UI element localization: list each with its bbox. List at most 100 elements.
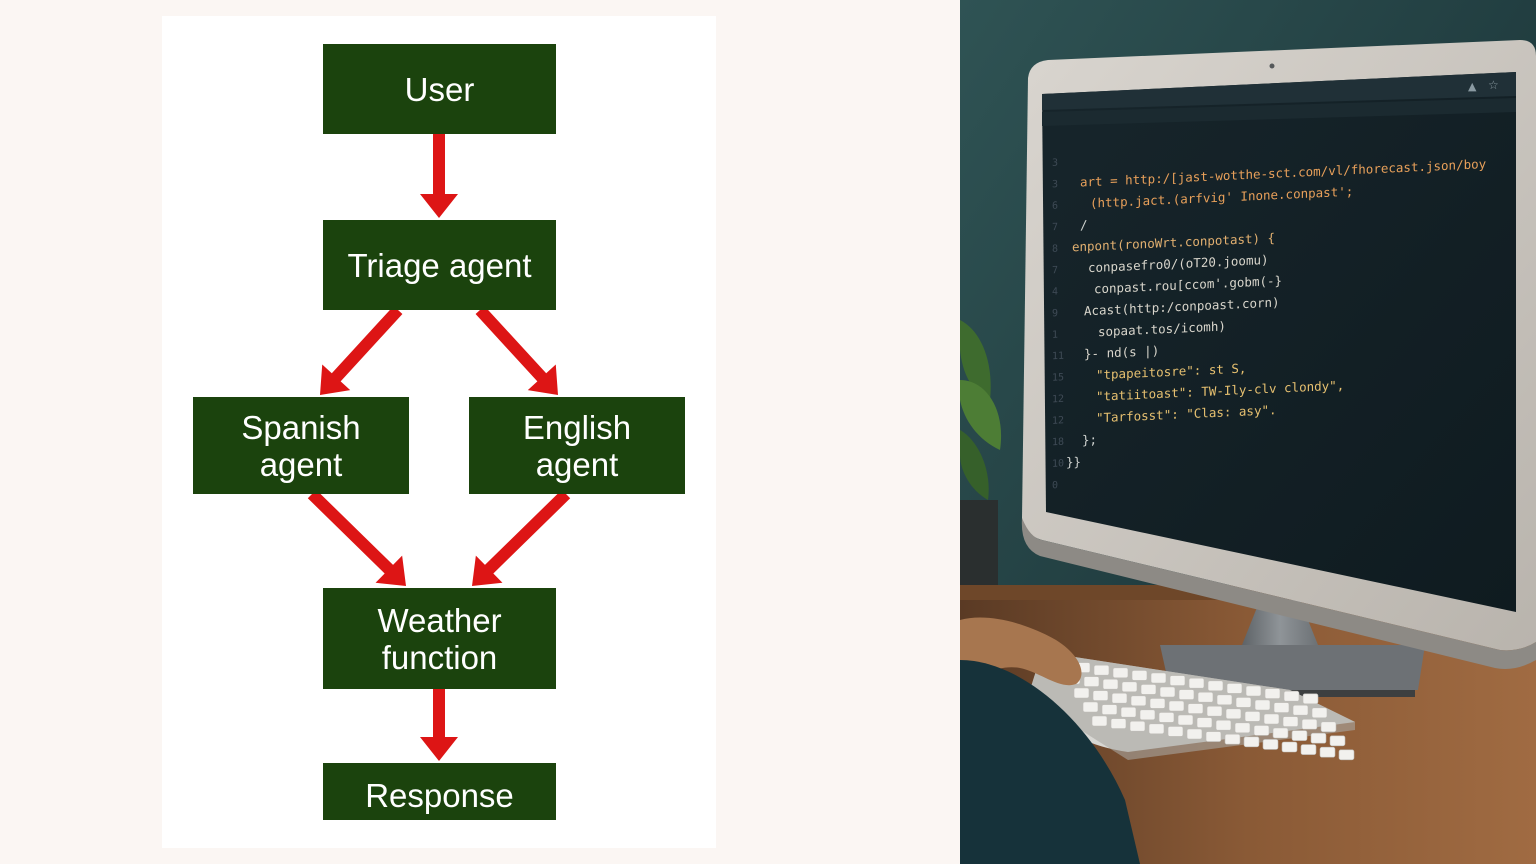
line-number: 7 — [1052, 222, 1058, 233]
node-english-agent: English agent — [469, 397, 685, 494]
keyboard-key — [1158, 712, 1175, 723]
keyboard-key — [1311, 707, 1328, 719]
keyboard-key — [1083, 676, 1100, 687]
keyboard-key — [1112, 667, 1129, 679]
keyboard-key — [1168, 700, 1185, 712]
line-number: 3 — [1052, 158, 1058, 169]
keyboard-key — [1091, 715, 1108, 727]
keyboard-key — [1319, 746, 1336, 758]
line-number: 12 — [1052, 394, 1064, 406]
keyboard-key — [1216, 694, 1233, 706]
keyboard-key — [1310, 732, 1327, 744]
keyboard-key — [1282, 716, 1299, 727]
line-number: 10 — [1052, 458, 1064, 470]
keyboard-key — [1139, 709, 1156, 721]
keyboard-key — [1120, 706, 1137, 718]
keyboard-key — [1187, 703, 1204, 714]
keyboard-key — [1130, 695, 1147, 707]
line-number: 0 — [1052, 480, 1058, 491]
keyboard-key — [1140, 684, 1157, 695]
node-spanish-agent: Spanish agent — [193, 397, 409, 494]
keyboard-key — [1111, 692, 1128, 704]
keyboard-key — [1235, 697, 1252, 708]
keyboard-key — [1102, 678, 1119, 690]
node-weather-function: Weather function — [323, 588, 556, 689]
keyboard-key — [1329, 735, 1346, 747]
keyboard-key — [1093, 664, 1110, 676]
diagram-panel: User Triage agent Spanish agent English … — [162, 16, 716, 848]
svg-text:▲: ▲ — [1468, 80, 1477, 93]
keyboard-key — [1101, 704, 1118, 715]
keyboard-key — [1205, 731, 1222, 742]
plant — [960, 320, 1002, 590]
person-silhouette — [960, 660, 1140, 864]
code-line: "tpapeitosre": st S, — [1096, 360, 1246, 382]
keyboard-key — [1262, 739, 1279, 750]
keyboard-key — [1273, 702, 1290, 713]
keyboard-key — [1186, 728, 1203, 740]
arrow-user-to-triage — [420, 134, 458, 218]
node-triage-agent: Triage agent — [323, 220, 556, 310]
keyboard-key — [1149, 698, 1166, 709]
keyboard-key — [1338, 749, 1355, 761]
keyboard-key — [1159, 686, 1176, 698]
keyboard-key — [1073, 687, 1090, 699]
keyboard-key — [1226, 683, 1243, 694]
node-response: Response — [323, 763, 556, 820]
keyboard-key — [1092, 690, 1109, 701]
keyboard-key — [1110, 718, 1127, 729]
keyboard-key — [1121, 681, 1138, 693]
keyboard-key — [1245, 685, 1262, 697]
keyboard-key — [1320, 721, 1337, 733]
keyboard-key — [1169, 675, 1186, 686]
keyboard-key — [1244, 711, 1261, 722]
keyboard-key — [1177, 714, 1194, 726]
keyboard-key — [1234, 722, 1251, 734]
keyboard-key — [1291, 730, 1308, 741]
arrow-spanish-to-weather — [307, 489, 406, 586]
keyboard-key — [1131, 670, 1148, 681]
line-number: 9 — [1052, 308, 1058, 319]
line-number: 15 — [1052, 372, 1064, 384]
code-line: }; — [1082, 432, 1097, 448]
line-number: 4 — [1052, 287, 1058, 298]
keyboard-key — [1283, 690, 1300, 702]
line-number: 11 — [1052, 351, 1064, 363]
keyboard-key — [1148, 723, 1165, 735]
keyboard-key — [1272, 727, 1289, 739]
keyboard-key — [1302, 693, 1319, 705]
keyboard-key — [1215, 719, 1232, 731]
keyboard-key — [1197, 691, 1214, 703]
keyboard-key — [1301, 718, 1318, 730]
keyboard-key — [1225, 708, 1242, 720]
line-number: 3 — [1052, 179, 1058, 190]
keyboard-key — [1150, 672, 1167, 684]
node-user: User — [323, 44, 556, 134]
code-line: sopaat.tos/icomh) — [1098, 318, 1226, 339]
keyboard-key — [1178, 689, 1195, 700]
keyboard-key — [1196, 717, 1213, 728]
arrow-weather-to-response — [420, 689, 458, 761]
monitor-screen — [1042, 72, 1516, 612]
flow-arrows — [307, 134, 571, 761]
keyboard-key — [1264, 688, 1281, 699]
line-number: 1 — [1052, 330, 1058, 341]
arrow-triage-to-spanish — [320, 305, 403, 395]
arrow-triage-to-english — [475, 305, 558, 395]
keyboard-key — [1254, 699, 1271, 711]
line-number: 7 — [1052, 265, 1058, 276]
line-number: 8 — [1052, 244, 1058, 255]
svg-text:☆: ☆ — [1488, 78, 1499, 92]
keyboard-key — [1253, 725, 1270, 736]
keyboard-key — [1292, 704, 1309, 716]
flowchart-card: User Triage agent Spanish agent English … — [162, 16, 716, 848]
keyboard-key — [1188, 677, 1205, 689]
keyboard-key — [1206, 705, 1223, 717]
monitor — [1021, 40, 1536, 669]
keyboard-key — [1224, 733, 1241, 745]
keyboard-key — [1167, 726, 1184, 737]
line-number: 6 — [1052, 201, 1058, 212]
line-number: 18 — [1052, 437, 1064, 449]
